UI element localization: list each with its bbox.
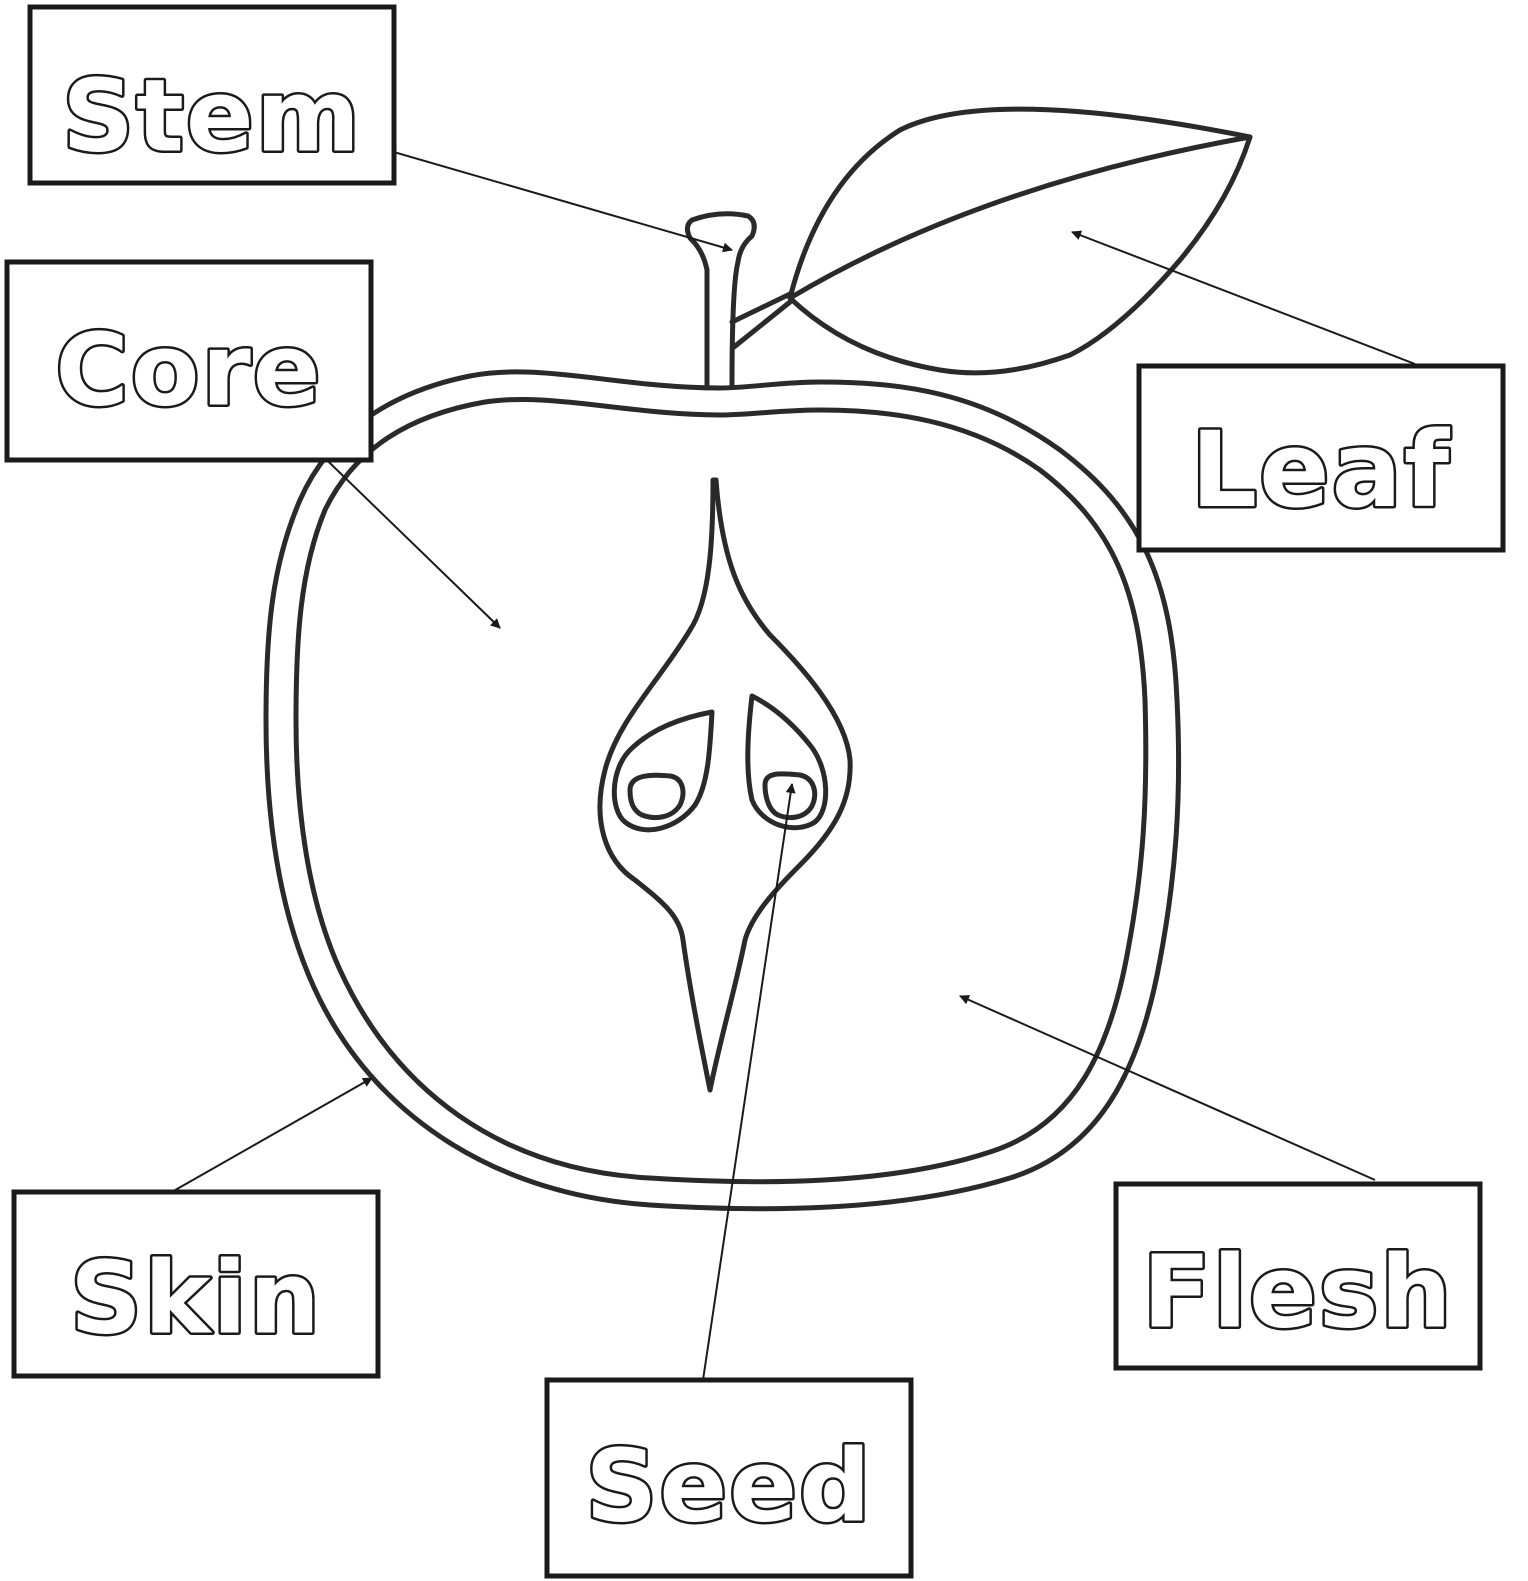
label-leaf: Leaf (1139, 366, 1503, 550)
label-seed: Seed (547, 1380, 911, 1576)
label-leaf-text: Leaf (1191, 409, 1451, 531)
skin-leader (170, 1078, 372, 1193)
label-flesh: Flesh (1116, 1184, 1480, 1368)
leaf-leader (1072, 232, 1415, 364)
label-core-text: Core (55, 312, 322, 429)
apple-skin-outer (266, 372, 1179, 1209)
label-stem-text: Stem (62, 58, 362, 175)
leaf-twig (732, 294, 790, 347)
seed-pocket-right (748, 696, 826, 828)
label-flesh-text: Flesh (1142, 1234, 1453, 1351)
flesh-leader (960, 996, 1375, 1180)
seed-leader (703, 784, 792, 1380)
label-seed-text: Seed (585, 1428, 872, 1545)
label-stem: Stem (30, 7, 394, 183)
seed-left (630, 775, 683, 817)
stem-leader (380, 148, 732, 250)
label-skin-text: Skin (70, 1240, 322, 1357)
label-skin: Skin (14, 1192, 378, 1376)
seed-pocket-left (614, 712, 712, 830)
apple-illustration (266, 109, 1250, 1209)
label-core: Core (7, 262, 371, 460)
